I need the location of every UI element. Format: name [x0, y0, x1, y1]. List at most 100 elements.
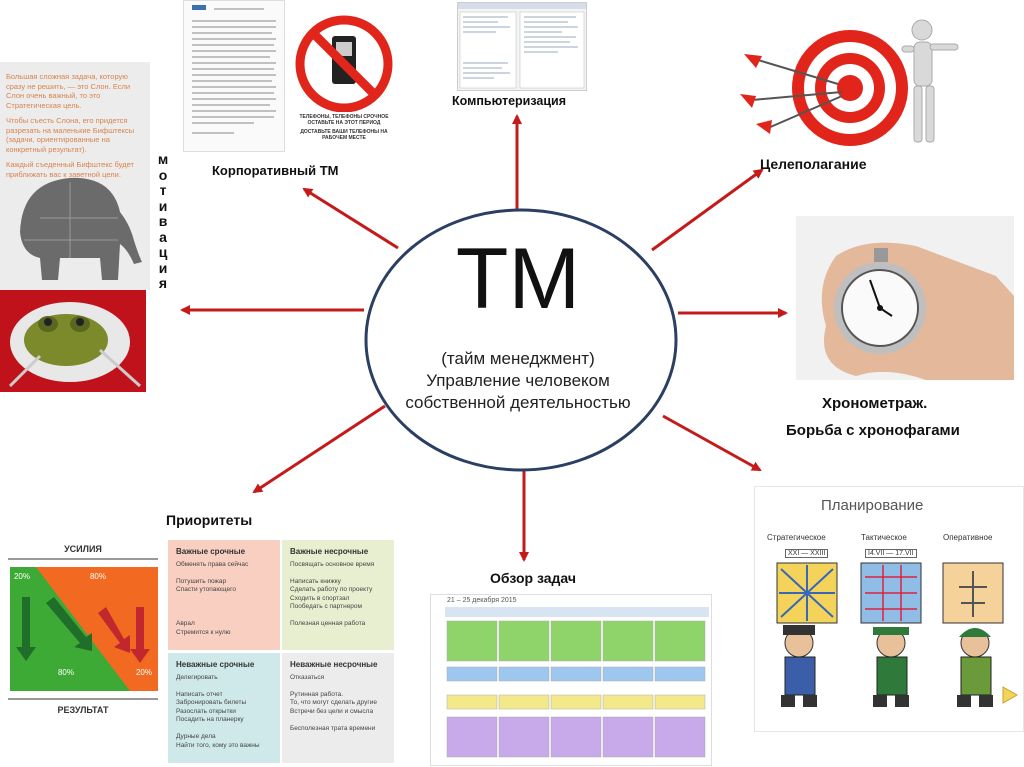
matrix-item: Полезная ценная работа [290, 620, 366, 627]
stopwatch-icon [821, 242, 1014, 380]
center-ellipse [364, 208, 678, 472]
matrix-item: Забронировать билеты [176, 699, 247, 706]
arrow-priorities [252, 404, 386, 494]
motivation-letter: и [158, 197, 168, 214]
calendar-event [498, 620, 550, 662]
calendar-event [550, 716, 602, 758]
planning-panel: Планирование Стратегическое Тактическое … [754, 486, 1024, 732]
matrix-q3: Неважные срочные Делегировать Написать о… [168, 653, 280, 763]
frog-photo [0, 290, 146, 392]
label-goal: Целеполагание [760, 156, 867, 172]
label-chrono-2: Борьба с хронофагами [786, 422, 960, 439]
matrix-item: Сделать работу по проекту [290, 586, 373, 593]
matrix-q1: Важные срочные Обменять права сейчас Пот… [168, 540, 280, 650]
calendar-event [602, 620, 654, 662]
matrix-item: Посвящать основное время [290, 560, 375, 568]
calendar-event [654, 620, 706, 662]
calendar-event [654, 666, 706, 682]
calendar-header: 21 – 25 декабря 2015 [447, 597, 517, 604]
pareto-bottom-label: РЕЗУЛЬТАТ [58, 705, 109, 715]
pareto-tl: 20% [14, 572, 30, 581]
planning-col-operative: Оперативное [943, 533, 993, 542]
matrix-q4-title: Неважные несрочные [290, 660, 378, 669]
center-title: ТМ [455, 231, 581, 327]
elephant-text-1: Большая сложная задача, которую сразу не… [6, 72, 131, 110]
label-review: Обзор задач [490, 570, 576, 586]
center-line-1: Управление человеком [426, 371, 610, 390]
phone-sign-line-2: ОСТАВЬТЕ НА ЭТОТ ПЕРИОД [307, 120, 381, 126]
calendar-event [550, 694, 602, 710]
matrix-item: Разослать открытки [176, 707, 236, 715]
no-phone-icon [295, 15, 393, 113]
matrix-item: Обменять права сейчас [176, 560, 249, 568]
calendar-event [550, 666, 602, 682]
matrix-item: Встречи без цели и смысла [290, 707, 374, 715]
matrix-item: Сходить в спортзал [290, 594, 350, 602]
planning-badge-1: XXI — XXIII [785, 549, 829, 558]
pareto-top-label: УСИЛИЯ [64, 544, 102, 554]
planning-comic [776, 562, 1019, 707]
motivation-letter: т [159, 182, 167, 198]
matrix-item: Рутинная работа. [290, 690, 344, 698]
pareto-diagram: УСИЛИЯ 20% 80% 80% 20% РЕЗУЛЬТАТ [0, 537, 166, 719]
calendar-event [498, 716, 550, 758]
matrix-item: Потушить пожар [176, 577, 227, 585]
no-phone-sign: ТЕЛЕФОНЫ, ТЕЛЕФОНЫ СРОЧНОЕ ОСТАВЬТЕ НА Э… [288, 12, 400, 148]
pareto-tr: 80% [90, 572, 106, 581]
phone-sign-line-3: ДОСТАВЬТЕ ВАШИ ТЕЛЕФОНЫ НА РАБОЧЕМ МЕСТЕ [300, 129, 388, 141]
center-subtitle-block: (тайм менеджмент) Управление человеком с… [368, 348, 668, 414]
label-corporate: Корпоративный ТМ [212, 163, 339, 178]
matrix-item: Аврал [176, 620, 195, 627]
elephant-text-2: Чтобы съесть Слона, его придется разреза… [6, 116, 135, 154]
corporate-document [183, 0, 285, 152]
pareto-br: 20% [136, 668, 152, 677]
eisenhower-matrix: Важные срочные Обменять права сейчас Пот… [168, 540, 394, 764]
planning-col-strategic: Стратегическое [767, 533, 826, 542]
calendar-event [446, 694, 498, 710]
motivation-letter: в [158, 213, 168, 229]
label-chrono-1: Хронометраж. [822, 395, 928, 412]
matrix-item: То, что могут сделать другие [290, 699, 377, 706]
matrix-item: Написать книжку [290, 577, 341, 585]
matrix-q4: Неважные несрочные Отказаться Рутинная р… [282, 653, 394, 763]
arrow-goal [651, 168, 764, 252]
matrix-q2: Важные несрочные Посвящать основное врем… [282, 540, 394, 650]
elephant-text: Большая сложная задача, которую сразу не… [6, 72, 146, 185]
motivation-letter: о [158, 166, 168, 183]
calendar-event [446, 716, 498, 758]
matrix-q3-title: Неважные срочные [176, 660, 255, 669]
stopwatch-photo [796, 216, 1014, 380]
matrix-item: Посадить на планерку [176, 716, 244, 723]
elephant-icon [20, 177, 142, 280]
matrix-item: Написать отчет [176, 690, 223, 698]
calendar-event [602, 716, 654, 758]
center-line-2: собственной деятельностью [405, 393, 631, 412]
planning-badge-2: I4.VII — 17.VII [865, 549, 917, 558]
motivation-letter: м [157, 151, 169, 167]
matrix-item: Отказаться [290, 673, 325, 681]
motivation-letter: я [158, 275, 168, 291]
calendar-event [550, 620, 602, 662]
calendar-event [446, 666, 498, 682]
matrix-item: Дурные дела [176, 733, 216, 740]
calendar-event [498, 694, 550, 710]
motivation-letter: и [158, 259, 168, 276]
phone-sign-line-1: ТЕЛЕФОНЫ, ТЕЛЕФОНЫ СРОЧНОЕ [299, 114, 389, 120]
computer-screenshot [457, 2, 587, 91]
calendar-event [602, 666, 654, 682]
matrix-item: Стремится к нулю [176, 628, 231, 636]
calendar-event [654, 716, 706, 758]
elephant-panel: Большая сложная задача, которую сразу не… [0, 62, 150, 290]
pareto-bl: 80% [58, 668, 74, 677]
matrix-item: Делегировать [176, 673, 218, 681]
motivation-letter: ц [158, 244, 168, 260]
label-priorities: Приоритеты [166, 512, 253, 528]
target-image [738, 16, 964, 150]
target-icon [740, 19, 959, 146]
planning-title: Планирование [821, 497, 924, 514]
elephant-text-3: Каждый съеденный Бифштекс будет приближа… [6, 160, 134, 179]
matrix-item: Бесполезная трата времени [290, 724, 376, 732]
matrix-item: Спасти утопающего [176, 586, 237, 593]
